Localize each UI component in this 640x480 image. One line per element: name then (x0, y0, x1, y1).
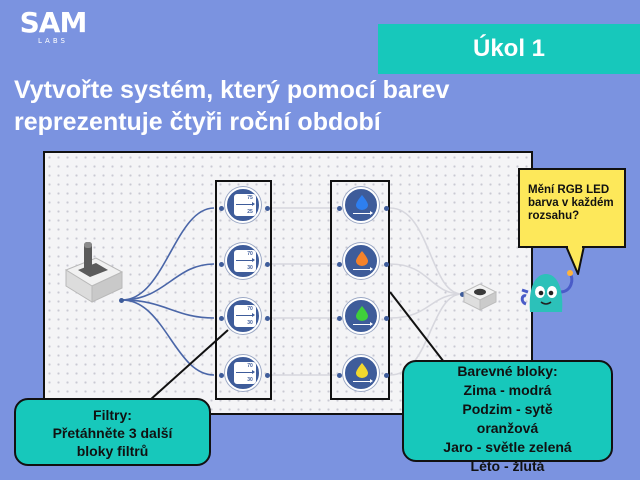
mascot-icon (520, 270, 574, 312)
color-block-winter[interactable] (343, 187, 379, 223)
color-2-output-port[interactable] (384, 262, 389, 267)
filter-block-1[interactable]: 75 25 (225, 187, 261, 223)
color-block-autumn[interactable] (343, 243, 379, 279)
bubble-text: Mění RGB LED barva v každém rozsahu? (528, 184, 614, 222)
color-1-input-port[interactable] (337, 206, 342, 211)
color-block-summer[interactable] (343, 355, 379, 391)
speech-bubble: Mění RGB LED barva v každém rozsahu? (518, 168, 626, 248)
color-1-output-port[interactable] (384, 206, 389, 211)
droplet-icon (356, 363, 368, 378)
callout-colors-line-1: Zima - modrá (463, 382, 552, 398)
led-input-port[interactable] (460, 292, 465, 297)
filter-3-input-port[interactable] (219, 316, 224, 321)
color-column-frame (330, 180, 390, 400)
callout-filters: Filtry: Přetáhněte 3 další bloky filtrů (14, 398, 211, 466)
filter-4-output-port[interactable] (265, 373, 270, 378)
filter-2-output-port[interactable] (265, 262, 270, 267)
arrow-right-icon (353, 322, 373, 326)
task-banner: Úkol 1 (378, 24, 640, 74)
rgb-led-block[interactable] (462, 278, 498, 312)
slider-block[interactable] (62, 238, 124, 306)
filter-1-output-port[interactable] (265, 206, 270, 211)
page-title: Vytvořte systém, který pomocí barev repr… (14, 74, 574, 138)
filter-4-input-port[interactable] (219, 373, 224, 378)
callout-colors-line-4: Jaro - světle zelená (443, 439, 572, 455)
color-4-input-port[interactable] (337, 373, 342, 378)
filter-4-top-value: 70 (247, 363, 253, 369)
arrow-right-icon (236, 313, 255, 317)
callout-colors-title: Barevné bloky: (457, 363, 558, 379)
filter-2-input-port[interactable] (219, 262, 224, 267)
filter-1-bottom-value: 25 (247, 209, 253, 215)
filter-icon: 70 30 (234, 250, 256, 272)
filter-1-top-value: 75 (247, 195, 253, 201)
filter-block-2[interactable]: 70 30 (225, 243, 261, 279)
filter-2-top-value: 70 (247, 251, 253, 257)
callout-colors-line-5: Léto - žlutá (470, 458, 545, 474)
filter-3-top-value: 70 (247, 306, 253, 312)
sam-labs-logo: SAM LABS (18, 8, 88, 48)
title-line-1: Vytvořte systém, který pomocí barev (14, 76, 450, 104)
color-3-output-port[interactable] (384, 316, 389, 321)
filter-icon: 70 30 (234, 305, 256, 327)
droplet-icon (356, 251, 368, 266)
filter-4-bottom-value: 30 (247, 377, 253, 383)
callout-filters-line-1: Přetáhněte 3 další (52, 425, 173, 441)
logo-sub-text: LABS (38, 37, 68, 45)
arrow-right-icon (353, 211, 373, 215)
color-4-output-port[interactable] (384, 373, 389, 378)
filter-1-input-port[interactable] (219, 206, 224, 211)
filter-icon: 75 25 (234, 194, 256, 216)
logo-main-text: SAM (19, 6, 88, 39)
title-line-2: reprezentuje čtyři roční období (14, 108, 381, 136)
arrow-right-icon (353, 267, 373, 271)
callout-filters-title: Filtry: (93, 407, 132, 423)
filter-block-3[interactable]: 70 30 (225, 298, 261, 334)
droplet-icon (356, 195, 368, 210)
color-2-input-port[interactable] (337, 262, 342, 267)
filter-icon: 70 30 (234, 362, 256, 384)
callout-colors-line-3: oranžová (476, 420, 539, 436)
callout-color-blocks: Barevné bloky: Zima - modrá Podzim - syt… (402, 360, 613, 474)
filter-2-bottom-value: 30 (247, 265, 253, 271)
arrow-right-icon (236, 202, 255, 206)
filter-column-frame (215, 180, 272, 400)
arrow-right-icon (353, 379, 373, 383)
bubble-tail-joint (568, 244, 582, 248)
color-block-spring[interactable] (343, 298, 379, 334)
filter-3-output-port[interactable] (265, 316, 270, 321)
slider-output-port[interactable] (119, 298, 124, 303)
arrow-right-icon (236, 370, 255, 374)
callout-colors-line-2: Podzim - sytě (462, 401, 553, 417)
callout-filters-line-2: bloky filtrů (76, 443, 149, 459)
droplet-icon (356, 306, 368, 321)
color-3-input-port[interactable] (337, 316, 342, 321)
filter-block-4[interactable]: 70 30 (225, 355, 261, 391)
filter-3-bottom-value: 30 (247, 320, 253, 326)
arrow-right-icon (236, 258, 255, 262)
